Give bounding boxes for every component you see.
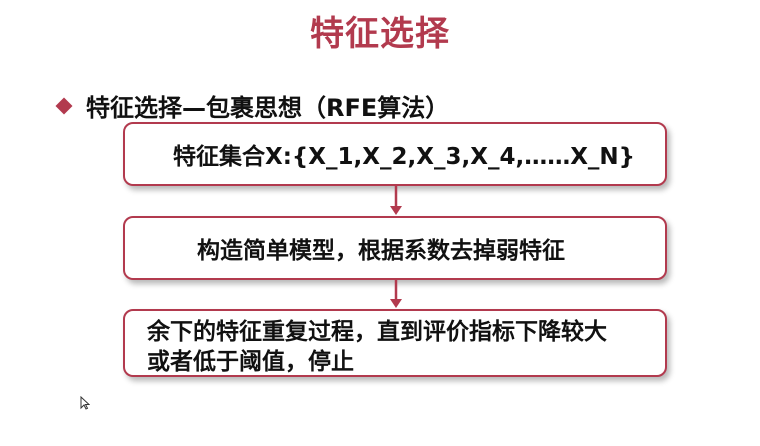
flow-step-repeat-line2: 或者低于阈值，停止 (147, 349, 354, 375)
mouse-cursor-icon (80, 396, 90, 410)
flow-step-build-model-label: 构造简单模型，根据系数去掉弱特征 (197, 238, 565, 264)
flow-step-feature-set-label: 特征集合X:{X_1,X_2,X_3,X_4,……X_N} (173, 144, 636, 170)
diamond-bullet-icon (55, 97, 73, 114)
bullet-text: 特征选择—包裹思想（RFE算法） (86, 94, 450, 122)
slide-title: 特征选择 (310, 14, 450, 54)
flow-step-repeat: 余下的特征重复过程，直到评价指标下降较大 或者低于阈值，停止 (123, 309, 667, 377)
flow-step-repeat-line1: 余下的特征重复过程，直到评价指标下降较大 (147, 319, 607, 345)
flow-step-feature-set: 特征集合X:{X_1,X_2,X_3,X_4,……X_N} (123, 122, 667, 186)
down-arrow-icon (390, 280, 402, 308)
down-arrow-icon (390, 186, 402, 215)
flow-step-build-model: 构造简单模型，根据系数去掉弱特征 (123, 216, 667, 280)
bullet-heading: 特征选择—包裹思想（RFE算法） (55, 88, 450, 123)
